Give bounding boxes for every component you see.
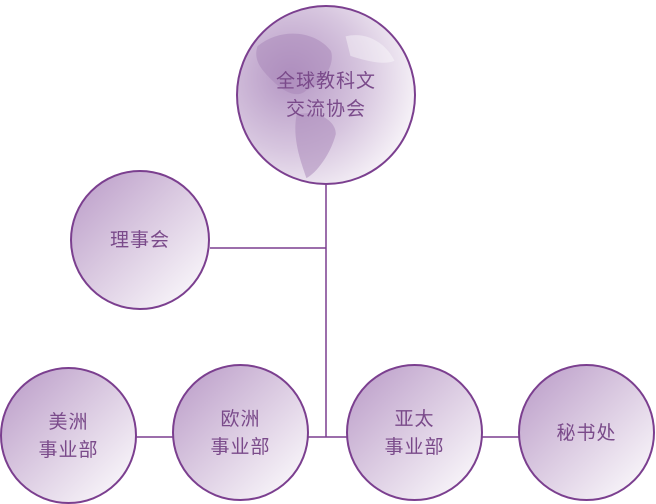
- board-node: 理事会: [70, 170, 210, 310]
- americas-line1: 美洲: [48, 410, 89, 433]
- board-label: 理事会: [109, 229, 170, 251]
- secretariat-node: 秘书处: [518, 364, 655, 501]
- europe-line1: 欧洲: [220, 407, 261, 430]
- asia-line2: 事业部: [384, 435, 445, 458]
- globe-icon: [256, 33, 395, 179]
- americas-dept-node: 美洲 事业部: [0, 367, 137, 504]
- root-title-line2: 交流协会: [285, 98, 366, 120]
- americas-line2: 事业部: [38, 438, 99, 461]
- asia-pacific-dept-node: 亚太 事业部: [346, 364, 483, 501]
- europe-dept-node: 欧洲 事业部: [172, 364, 309, 501]
- europe-line2: 事业部: [210, 435, 271, 458]
- root-title-line1: 全球教科文: [275, 70, 376, 92]
- secretariat-label: 秘书处: [556, 421, 617, 444]
- root-node-globe: 全球教科文 交流协会: [236, 5, 416, 185]
- asia-line1: 亚太: [394, 407, 435, 430]
